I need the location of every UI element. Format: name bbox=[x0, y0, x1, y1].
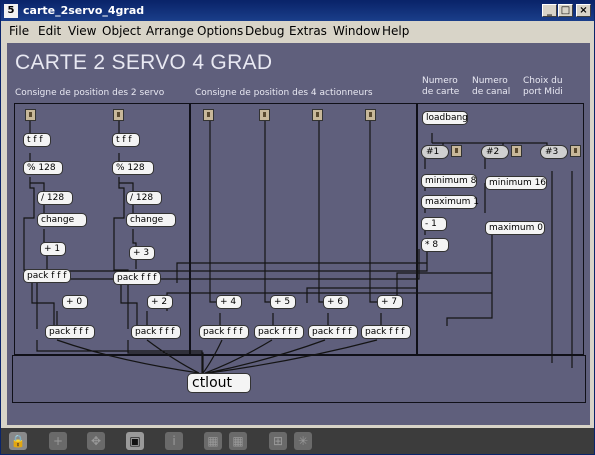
inlet-servo-1[interactable] bbox=[25, 109, 36, 121]
obj-maximum-0[interactable]: maximum 0 bbox=[485, 221, 545, 235]
obj-mod-1[interactable]: % 128 bbox=[23, 161, 63, 175]
obj-trigger-1[interactable]: t f f bbox=[23, 133, 51, 147]
info-icon[interactable]: i bbox=[165, 432, 183, 450]
obj-pack-4[interactable]: pack f f f bbox=[131, 325, 181, 339]
obj-pack-3[interactable]: pack f f f bbox=[45, 325, 95, 339]
grid-left-icon[interactable]: ▦ bbox=[204, 432, 222, 450]
inlet-servo-2[interactable] bbox=[113, 109, 124, 121]
patch-title: CARTE 2 SERVO 4 GRAD bbox=[15, 51, 273, 74]
comment-channel-number: Numero de canal bbox=[472, 76, 511, 97]
obj-add-2[interactable]: + 2 bbox=[147, 295, 173, 309]
window-title: carte_2servo_4grad bbox=[23, 4, 145, 17]
panel-config bbox=[417, 103, 584, 355]
max-app-icon: 5 bbox=[4, 4, 18, 18]
panel-servo bbox=[14, 103, 190, 355]
obj-pack-2[interactable]: pack f f f bbox=[113, 271, 161, 285]
title-bar: 5 carte_2servo_4grad _ □ × bbox=[1, 1, 594, 21]
patcher-toolbar: 🔒 + ✥ ▣ i ▦ ▦ ⊞ ✳ bbox=[1, 428, 594, 454]
number-card[interactable]: #1 bbox=[421, 145, 449, 159]
menu-extras[interactable]: Extras bbox=[289, 24, 327, 38]
comment-actuators: Consigne de position des 4 actionneurs bbox=[195, 88, 373, 98]
obj-mod-2[interactable]: % 128 bbox=[112, 161, 154, 175]
maximize-button[interactable]: □ bbox=[558, 4, 573, 17]
close-button[interactable]: × bbox=[576, 4, 591, 17]
inlet-card-number[interactable] bbox=[451, 145, 462, 157]
obj-pack-6[interactable]: pack f f f bbox=[254, 325, 304, 339]
comment-card-number: Numero de carte bbox=[422, 76, 460, 97]
obj-trigger-2[interactable]: t f f bbox=[112, 133, 140, 147]
obj-times-8[interactable]: * 8 bbox=[421, 238, 449, 252]
patcher-canvas[interactable]: CARTE 2 SERVO 4 GRAD Consigne de positio… bbox=[7, 43, 590, 425]
menu-object[interactable]: Object bbox=[102, 24, 142, 38]
inlet-channel-number[interactable] bbox=[511, 145, 522, 157]
obj-pack-5[interactable]: pack f f f bbox=[199, 325, 249, 339]
obj-pack-7[interactable]: pack f f f bbox=[308, 325, 358, 339]
comment-servo: Consigne de position des 2 servo bbox=[15, 88, 165, 98]
inlet-actuator-1[interactable] bbox=[203, 109, 214, 121]
menu-bar: File Edit View Object Arrange Options De… bbox=[1, 21, 594, 41]
panel-output bbox=[12, 355, 586, 403]
obj-div-2[interactable]: / 128 bbox=[126, 191, 162, 205]
obj-add-5[interactable]: + 5 bbox=[270, 295, 296, 309]
inlet-midi-port[interactable] bbox=[570, 145, 581, 157]
obj-minus-1[interactable]: - 1 bbox=[421, 217, 447, 231]
obj-minimum-16[interactable]: minimum 16 bbox=[485, 176, 547, 190]
grid-right-icon[interactable]: ▦ bbox=[229, 432, 247, 450]
obj-change-1[interactable]: change bbox=[37, 213, 87, 227]
obj-add-4[interactable]: + 4 bbox=[216, 295, 242, 309]
menu-file[interactable]: File bbox=[9, 24, 30, 38]
menu-debug[interactable]: Debug bbox=[245, 24, 285, 38]
number-channel[interactable]: #2 bbox=[481, 145, 509, 159]
obj-change-2[interactable]: change bbox=[126, 213, 176, 227]
lock-icon[interactable]: 🔒 bbox=[9, 432, 27, 450]
obj-ctlout[interactable]: ctlout bbox=[187, 373, 251, 393]
presentation-icon[interactable]: ▣ bbox=[126, 432, 144, 450]
inlet-actuator-3[interactable] bbox=[312, 109, 323, 121]
move-icon[interactable]: ✥ bbox=[87, 432, 105, 450]
menu-options[interactable]: Options bbox=[197, 24, 244, 38]
menu-edit[interactable]: Edit bbox=[38, 24, 62, 38]
panel-actuators bbox=[190, 103, 417, 355]
obj-pack-1[interactable]: pack f f f bbox=[23, 269, 71, 283]
menu-window[interactable]: Window bbox=[333, 24, 381, 38]
number-midi-port[interactable]: #3 bbox=[540, 145, 568, 159]
menu-help[interactable]: Help bbox=[382, 24, 410, 38]
inlet-actuator-2[interactable] bbox=[259, 109, 270, 121]
inlet-actuator-4[interactable] bbox=[365, 109, 376, 121]
obj-div-1[interactable]: / 128 bbox=[37, 191, 73, 205]
obj-minimum-8[interactable]: minimum 8 bbox=[421, 174, 477, 188]
obj-add-1[interactable]: + 1 bbox=[40, 242, 66, 256]
menu-arrange[interactable]: Arrange bbox=[146, 24, 194, 38]
obj-add-3[interactable]: + 3 bbox=[129, 246, 155, 260]
obj-add-6[interactable]: + 6 bbox=[323, 295, 349, 309]
obj-add-0[interactable]: + 0 bbox=[62, 295, 88, 309]
comment-midi-port: Choix du port Midi bbox=[523, 76, 563, 97]
menu-view[interactable]: View bbox=[68, 24, 97, 38]
minimize-button[interactable]: _ bbox=[542, 4, 557, 17]
obj-add-7[interactable]: + 7 bbox=[377, 295, 403, 309]
obj-loadbang[interactable]: loadbang bbox=[422, 111, 468, 125]
snap-icon[interactable]: ✳ bbox=[294, 432, 312, 450]
obj-pack-8[interactable]: pack f f f bbox=[361, 325, 411, 339]
grid-icon[interactable]: ⊞ bbox=[269, 432, 287, 450]
add-object-icon[interactable]: + bbox=[49, 432, 67, 450]
obj-maximum-1[interactable]: maximum 1 bbox=[421, 195, 479, 209]
